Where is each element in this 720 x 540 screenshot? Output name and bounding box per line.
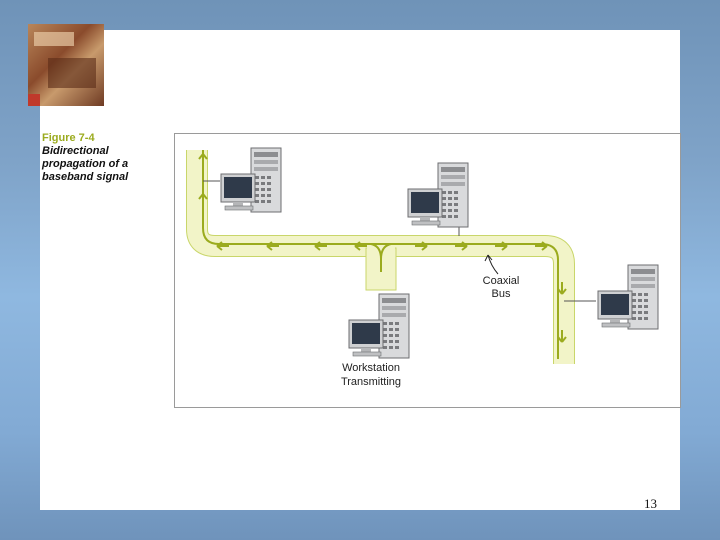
bus-diagram: Coaxial Bus Workstation Transmitting [186, 147, 659, 388]
coaxial-bus [186, 150, 575, 364]
logo-image [28, 24, 104, 106]
coaxial-label-line2: Bus [492, 288, 511, 300]
workstation-icon [220, 147, 282, 213]
figure-caption-text: Bidirectional propagation of a baseband … [42, 145, 129, 183]
coaxial-label-line1: Coaxial [483, 275, 520, 287]
workstation-icon [407, 162, 469, 228]
workstation-icon [597, 264, 659, 330]
workstation-label-line1: Workstation [342, 362, 400, 374]
figure-caption: Figure 7-4 Bidirectional propagation of … [42, 132, 162, 184]
figure-box: Coaxial Bus Workstation Transmitting [174, 133, 681, 408]
workstation-label-line2: Transmitting [341, 376, 401, 388]
page-number: 13 [644, 496, 657, 511]
figure-number: Figure 7-4 [42, 132, 95, 144]
workstation-icon [348, 293, 410, 359]
